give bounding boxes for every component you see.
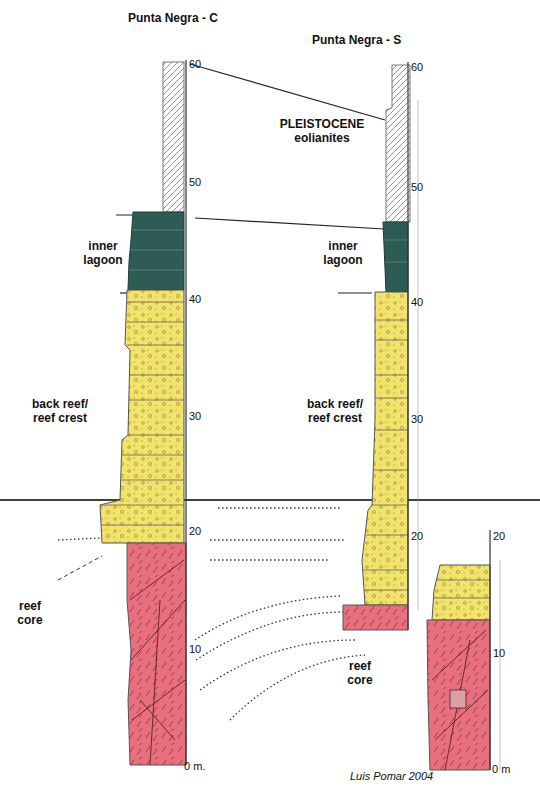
eolianite-bed: [163, 62, 184, 212]
author-credit: Luis Pomar 2004: [350, 770, 460, 783]
scale-bar: [407, 62, 408, 630]
eolianite-bed: [386, 65, 410, 222]
eolianite-bed: [386, 65, 410, 222]
back-reef-bed: [432, 565, 490, 620]
scale-bar: [489, 530, 490, 770]
eolianite-bed: [163, 62, 184, 212]
scale-number: 20: [411, 530, 451, 543]
reef-core-bed: [127, 543, 186, 765]
back-reef-bed: [434, 580, 490, 598]
column-title: Punta Negra - C: [128, 12, 248, 26]
facies-label: inner lagoon: [318, 240, 368, 268]
scale-bar: [185, 60, 186, 765]
back-reef-bed: [100, 290, 184, 543]
column-title: Punta Negra - S: [312, 34, 432, 48]
back-reef-bed: [363, 320, 408, 590]
inner-lagoon-bed: [128, 212, 184, 290]
back-reef-bed: [432, 565, 490, 620]
scale-number: 0 m: [492, 763, 532, 776]
reef-core-bed: [343, 605, 408, 630]
reef-core-bed: [427, 620, 490, 770]
dashed-clinoform: [58, 556, 102, 580]
correlation-line: [116, 64, 385, 293]
inner-lagoon-bed: [383, 222, 408, 292]
back-reef-bed: [100, 302, 184, 525]
scale-number: 50: [411, 181, 451, 194]
reef-core-bed: [450, 690, 466, 708]
reef-core-bed: [127, 543, 186, 765]
facies-label: inner lagoon: [78, 240, 128, 268]
facies-label: reef core: [10, 600, 50, 628]
inner-lagoon-bed: [128, 212, 184, 290]
reef-core-bed: [343, 605, 408, 630]
scale-number: 40: [411, 296, 451, 309]
inner-lagoon-bed: [129, 230, 184, 270]
inner-lagoon-bed: [384, 240, 408, 262]
reef-core-bed: [130, 560, 185, 765]
scale-number: 10: [189, 643, 229, 656]
scale-number: 20: [189, 525, 229, 538]
unit-label: PLEISTOCENE eolianites: [272, 118, 372, 146]
dotted-bedding-line: [58, 538, 100, 540]
dotted-bedding-line: [195, 596, 340, 640]
facies-label: back reef/ reef crest: [25, 398, 95, 426]
datum-line: [0, 499, 540, 501]
reef-core-bed: [432, 630, 488, 770]
scale-number: 30: [189, 410, 229, 423]
dotted-bedding-line: [210, 539, 345, 540]
correlation-line: [338, 292, 372, 293]
correlation-line: [195, 218, 384, 229]
scale-number: 10: [493, 647, 533, 660]
dotted-bedding-line: [210, 559, 328, 560]
correlation-line: [190, 64, 385, 120]
back-reef-bed: [362, 292, 408, 605]
facies-label: back reef/ reef crest: [300, 398, 370, 426]
scale-number: 30: [411, 413, 451, 426]
scale-number: 60: [411, 61, 451, 74]
detail-strip: [500, 560, 501, 770]
dotted-bedding-line: [218, 507, 340, 508]
dotted-bedding-line: [196, 612, 345, 660]
scale-number: 40: [189, 293, 229, 306]
back-reef-bed: [100, 290, 184, 543]
reef-core-bed: [427, 620, 490, 770]
facies-label: reef core: [340, 660, 380, 688]
scale-number: 60: [189, 58, 229, 71]
scale-number: 20: [493, 530, 533, 543]
scale-number: 50: [189, 176, 229, 189]
scale-number: 0 m.: [184, 760, 224, 773]
dotted-bedding-line: [230, 655, 365, 720]
back-reef-bed: [362, 292, 408, 605]
inner-lagoon-bed: [383, 222, 408, 292]
